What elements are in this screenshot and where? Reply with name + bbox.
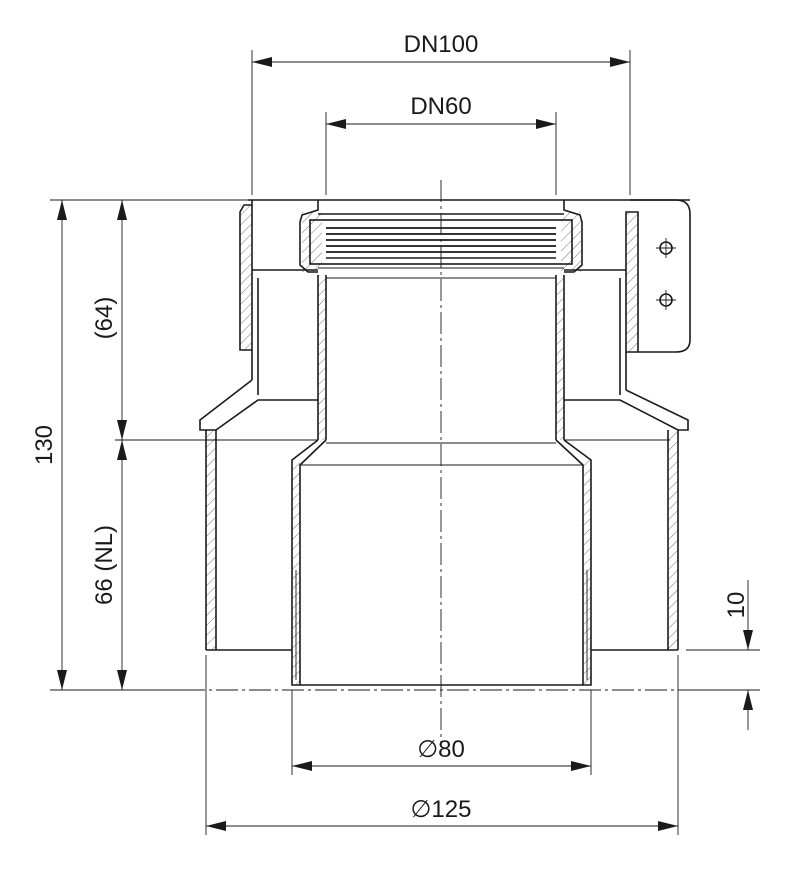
dim-10	[686, 580, 760, 730]
section-hatching	[206, 205, 678, 685]
dim-dn100-label: DN100	[404, 31, 479, 58]
dim-d125	[205, 655, 679, 835]
dim-66	[117, 440, 127, 690]
dim-64	[115, 200, 214, 441]
dim-130	[50, 199, 248, 691]
dim-dn60	[325, 112, 557, 195]
dim-d80	[291, 690, 592, 775]
dim-dn100	[251, 50, 631, 195]
mounting-holes	[656, 238, 676, 310]
dim-10-label: 10	[723, 592, 750, 619]
dim-d125-label: ∅125	[411, 796, 472, 823]
dim-66-label: 66 (NL)	[91, 525, 118, 605]
dim-d80-label: ∅80	[417, 736, 465, 763]
dim-dn60-label: DN60	[410, 93, 471, 120]
dim-130-label: 130	[31, 425, 58, 465]
dim-64-label: (64)	[91, 297, 118, 340]
fitting-body	[199, 199, 691, 686]
